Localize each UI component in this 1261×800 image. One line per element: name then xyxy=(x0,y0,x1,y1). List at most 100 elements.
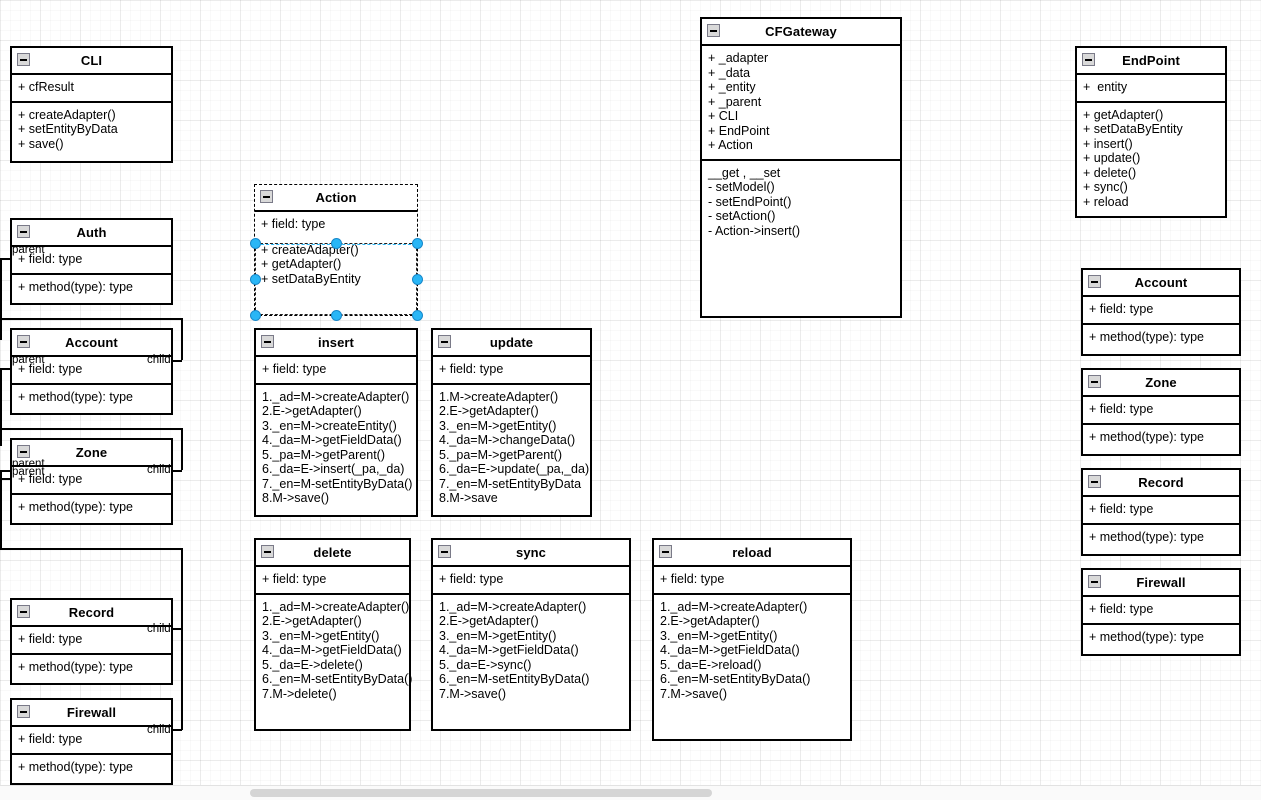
minus-collapse-icon[interactable] xyxy=(707,24,720,37)
uml-attributes-cli[interactable]: + cfResult xyxy=(12,75,171,101)
uml-class-account-left[interactable]: Account+ field: type+ method(type): type xyxy=(10,328,173,415)
minus-collapse-icon[interactable] xyxy=(261,335,274,348)
uml-attributes-insert[interactable]: + field: type xyxy=(256,357,416,383)
uml-attributes-firewall-left[interactable]: + field: type xyxy=(12,727,171,753)
uml-class-header-auth[interactable]: Auth xyxy=(12,220,171,247)
uml-attributes-firewall-right[interactable]: + field: type xyxy=(1083,597,1239,623)
handle-top-right[interactable] xyxy=(411,237,423,249)
uml-class-endpoint[interactable]: EndPoint+ entity+ getAdapter()+ setDataB… xyxy=(1075,46,1227,218)
uml-attributes-account-left[interactable]: + field: type xyxy=(12,357,171,383)
uml-methods-cfgateway[interactable]: __get , __set- setModel()- setEndPoint()… xyxy=(702,158,900,245)
uml-class-header-zone-right[interactable]: Zone xyxy=(1083,370,1239,397)
handle-bottom-center[interactable] xyxy=(330,309,342,321)
uml-attributes-cfgateway[interactable]: + _adapter+ _data+ _entity+ _parent+ CLI… xyxy=(702,46,900,159)
horizontal-scrollbar-thumb[interactable] xyxy=(250,789,712,797)
uml-class-header-account-left[interactable]: Account xyxy=(12,330,171,357)
uml-class-header-sync[interactable]: sync xyxy=(433,540,629,567)
minus-collapse-icon[interactable] xyxy=(17,605,30,618)
uml-class-header-action[interactable]: Action xyxy=(255,185,417,212)
uml-class-header-cfgateway[interactable]: CFGateway xyxy=(702,19,900,46)
uml-methods-endpoint[interactable]: + getAdapter()+ setDataByEntity+ insert(… xyxy=(1077,100,1225,216)
connector-segment-auth-bottom-h[interactable] xyxy=(0,318,183,320)
uml-methods-zone-left[interactable]: + method(type): type xyxy=(12,492,171,521)
uml-attributes-auth[interactable]: + field: type xyxy=(12,247,171,273)
minus-collapse-icon[interactable] xyxy=(659,545,672,558)
handle-top-center[interactable] xyxy=(330,237,342,249)
minus-collapse-icon[interactable] xyxy=(1088,575,1101,588)
uml-class-firewall-left[interactable]: Firewall+ field: type+ method(type): typ… xyxy=(10,698,173,785)
connector-segment-account-par-v[interactable] xyxy=(0,368,2,446)
uml-attributes-record-right[interactable]: + field: type xyxy=(1083,497,1239,523)
handle-middle-right[interactable] xyxy=(411,273,423,285)
minus-collapse-icon[interactable] xyxy=(17,53,30,66)
minus-collapse-icon[interactable] xyxy=(1088,475,1101,488)
minus-collapse-icon[interactable] xyxy=(1088,275,1101,288)
uml-methods-delete[interactable]: 1._ad=M->createAdapter()2.E->getAdapter(… xyxy=(256,592,412,708)
minus-collapse-icon[interactable] xyxy=(261,545,274,558)
connector-segment-zone-bot-h[interactable] xyxy=(0,548,183,550)
uml-attributes-sync[interactable]: + field: type xyxy=(433,567,629,593)
connector-segment-zone-left-v[interactable] xyxy=(0,478,2,550)
uml-attributes-endpoint[interactable]: + entity xyxy=(1077,75,1225,101)
uml-class-header-update[interactable]: update xyxy=(433,330,590,357)
uml-class-record-right[interactable]: Record+ field: type+ method(type): type xyxy=(1081,468,1241,556)
connector-segment-account-bot-h[interactable] xyxy=(0,428,183,430)
uml-methods-update[interactable]: 1.M->createAdapter()2.E->getAdapter()3._… xyxy=(433,382,590,512)
uml-methods-auth[interactable]: + method(type): type xyxy=(12,272,171,301)
uml-class-action[interactable]: Action+ field: type+ createAdapter()+ ge… xyxy=(254,184,418,316)
uml-class-header-insert[interactable]: insert xyxy=(256,330,416,357)
handle-middle-left[interactable] xyxy=(249,273,261,285)
uml-class-header-endpoint[interactable]: EndPoint xyxy=(1077,48,1225,75)
minus-collapse-icon[interactable] xyxy=(1088,375,1101,388)
minus-collapse-icon[interactable] xyxy=(17,335,30,348)
minus-collapse-icon[interactable] xyxy=(17,445,30,458)
connector-segment-auth-bottom-v[interactable] xyxy=(181,318,183,360)
uml-class-header-reload[interactable]: reload xyxy=(654,540,850,567)
uml-class-zone-right[interactable]: Zone+ field: type+ method(type): type xyxy=(1081,368,1241,456)
uml-class-header-account-right[interactable]: Account xyxy=(1083,270,1239,297)
connector-segment-auth-parent-v[interactable] xyxy=(0,258,2,340)
handle-bottom-left[interactable] xyxy=(249,309,261,321)
uml-class-header-firewall-right[interactable]: Firewall xyxy=(1083,570,1239,597)
uml-attributes-update[interactable]: + field: type xyxy=(433,357,590,383)
uml-class-record-left[interactable]: Record+ field: type+ method(type): type xyxy=(10,598,173,685)
uml-class-auth[interactable]: Auth+ field: type+ method(type): type xyxy=(10,218,173,305)
uml-methods-firewall-right[interactable]: + method(type): type xyxy=(1083,622,1239,651)
uml-class-cli[interactable]: CLI+ cfResult+ createAdapter()+ setEntit… xyxy=(10,46,173,163)
uml-methods-account-left[interactable]: + method(type): type xyxy=(12,382,171,411)
uml-methods-firewall-left[interactable]: + method(type): type xyxy=(12,752,171,781)
uml-class-header-firewall-left[interactable]: Firewall xyxy=(12,700,171,727)
uml-methods-insert[interactable]: 1._ad=M->createAdapter()2.E->getAdapter(… xyxy=(256,382,416,512)
uml-methods-reload[interactable]: 1._ad=M->createAdapter()2.E->getAdapter(… xyxy=(654,592,850,708)
uml-methods-cli[interactable]: + createAdapter()+ setEntityByData+ save… xyxy=(12,100,171,158)
uml-attributes-action[interactable]: + field: type xyxy=(255,212,417,238)
uml-methods-record-right[interactable]: + method(type): type xyxy=(1083,522,1239,551)
handle-top-left[interactable] xyxy=(249,237,261,249)
uml-class-header-cli[interactable]: CLI xyxy=(12,48,171,75)
uml-class-header-delete[interactable]: delete xyxy=(256,540,409,567)
uml-methods-zone-right[interactable]: + method(type): type xyxy=(1083,422,1239,451)
uml-methods-sync[interactable]: 1._ad=M->createAdapter()2.E->getAdapter(… xyxy=(433,592,629,708)
uml-class-zone-left[interactable]: Zone+ field: type+ method(type): type xyxy=(10,438,173,525)
handle-bottom-right[interactable] xyxy=(411,309,423,321)
minus-collapse-icon[interactable] xyxy=(17,705,30,718)
uml-attributes-record-left[interactable]: + field: type xyxy=(12,627,171,653)
uml-methods-record-left[interactable]: + method(type): type xyxy=(12,652,171,681)
minus-collapse-icon[interactable] xyxy=(438,545,451,558)
minus-collapse-icon[interactable] xyxy=(260,190,273,203)
horizontal-scrollbar[interactable] xyxy=(0,785,1261,800)
uml-class-firewall-right[interactable]: Firewall+ field: type+ method(type): typ… xyxy=(1081,568,1241,656)
uml-class-account-right[interactable]: Account+ field: type+ method(type): type xyxy=(1081,268,1241,356)
uml-attributes-account-right[interactable]: + field: type xyxy=(1083,297,1239,323)
uml-class-header-record-right[interactable]: Record xyxy=(1083,470,1239,497)
connector-segment-account-bot-v[interactable] xyxy=(181,428,183,470)
uml-attributes-reload[interactable]: + field: type xyxy=(654,567,850,593)
connector-segment-firewall-edge-v[interactable] xyxy=(181,628,183,729)
uml-attributes-delete[interactable]: + field: type xyxy=(256,567,409,593)
